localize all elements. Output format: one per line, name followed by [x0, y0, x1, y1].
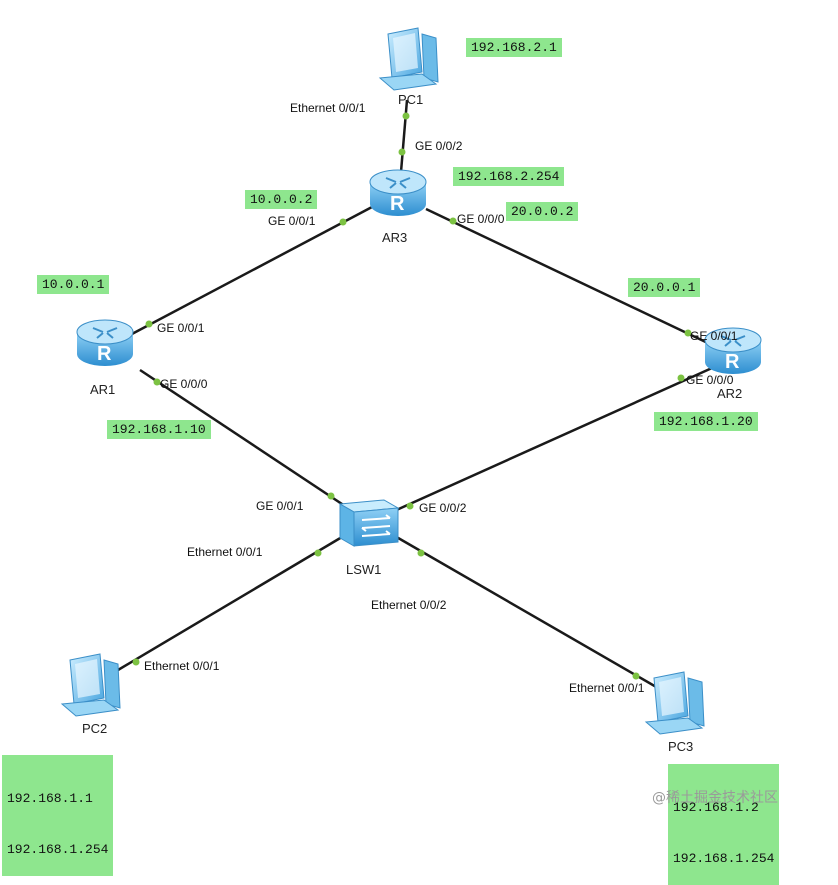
network-topology: PC1 R AR3 R AR1 R AR2 — [60, 27, 762, 754]
ip-tag-pc3: 192.168.1.2 192.168.1.254 — [668, 764, 780, 885]
port-dot — [677, 374, 685, 382]
ip-tag-ar3-to-ar2: 20.0.0.2 — [506, 202, 579, 221]
ip-tag-ar3-to-ar1: 10.0.0.2 — [245, 190, 318, 209]
ar1-label: AR1 — [90, 382, 115, 397]
port-label-pc2-eth: Ethernet 0/0/1 — [144, 659, 220, 673]
ip-tag-pc2: 192.168.1.1 192.168.1.254 — [2, 755, 114, 876]
pc2-ip: 192.168.1.1 — [7, 791, 93, 806]
link-ar2-lsw1[interactable] — [391, 366, 713, 514]
ip-tag-ar3-lan: 192.168.2.254 — [453, 167, 565, 186]
port-dot — [314, 549, 322, 557]
port-label-lsw1-ge002: GE 0/0/2 — [419, 501, 467, 515]
router-icon: R — [76, 319, 134, 366]
port-dot — [153, 378, 161, 386]
watermark: @稀土掘金技术社区 — [652, 790, 778, 806]
switch-icon — [338, 499, 400, 547]
svg-text:R: R — [97, 343, 112, 365]
link-lsw1-pc2[interactable] — [117, 535, 343, 672]
port-label-ar3-ge000: GE 0/0/0 — [457, 212, 505, 226]
router-icon: R — [704, 327, 762, 374]
link-pc1-ar3[interactable] — [399, 99, 409, 173]
lsw1-label: LSW1 — [346, 562, 381, 577]
port-dot — [632, 672, 640, 680]
link-lsw1-pc3[interactable] — [392, 533, 659, 690]
svg-text:R: R — [390, 193, 405, 215]
ar1-device[interactable]: R AR1 — [76, 319, 134, 397]
pc1-device[interactable]: PC1 — [378, 27, 439, 107]
pc-icon — [644, 671, 705, 735]
pc3-device[interactable]: PC3 — [644, 671, 705, 754]
port-dot — [327, 492, 335, 500]
link-ar3-ar1[interactable] — [129, 205, 373, 337]
link-ar1-lsw1[interactable] — [139, 368, 349, 510]
port-label-lsw1-eth002: Ethernet 0/0/2 — [371, 598, 447, 612]
port-label-ar3-ge002: GE 0/0/2 — [415, 139, 463, 153]
link-ar3-ar2[interactable] — [425, 207, 713, 347]
ip-tag-pc1: 192.168.2.1 — [466, 38, 562, 57]
port-dot — [402, 112, 410, 120]
ip-tag-ar2-to-ar3: 20.0.0.1 — [628, 278, 701, 297]
ar2-device[interactable]: R AR2 — [704, 327, 762, 401]
ip-tag-ar2-lan: 192.168.1.20 — [654, 412, 758, 431]
pc1-label: PC1 — [398, 92, 423, 107]
port-dots — [132, 112, 692, 680]
ar3-label: AR3 — [382, 230, 407, 245]
links — [117, 99, 713, 690]
pc2-gateway: 192.168.1.254 — [7, 842, 109, 857]
ip-tag-ar1-to-ar3: 10.0.0.1 — [37, 275, 110, 294]
pc3-ip: 192.168.1.2 — [673, 800, 759, 815]
pc2-label: PC2 — [82, 721, 107, 736]
pc2-device[interactable]: PC2 — [60, 653, 121, 736]
ar2-label: AR2 — [717, 386, 742, 401]
ip-tag-ar1-lan: 192.168.1.10 — [107, 420, 211, 439]
port-dot — [449, 217, 457, 225]
port-dot — [417, 549, 425, 557]
port-dot — [398, 148, 406, 156]
router-icon: R — [369, 169, 427, 216]
port-dot — [132, 658, 140, 666]
port-dot — [684, 329, 692, 337]
lsw1-device[interactable]: LSW1 — [338, 499, 400, 577]
port-label-lsw1-eth001: Ethernet 0/0/1 — [187, 545, 263, 559]
port-label-lsw1-ge001: GE 0/0/1 — [256, 499, 304, 513]
pc3-label: PC3 — [668, 739, 693, 754]
port-label-ar1-ge000: GE 0/0/0 — [160, 377, 208, 391]
port-dot — [145, 320, 153, 328]
port-label-ar1-ge001: GE 0/0/1 — [157, 321, 205, 335]
port-dot — [406, 502, 414, 510]
port-dot — [339, 218, 347, 226]
port-label-ar3-ge001: GE 0/0/1 — [268, 214, 316, 228]
port-label-ar2-ge001: GE 0/0/1 — [690, 329, 738, 343]
pc-icon — [378, 27, 439, 91]
pc3-gateway: 192.168.1.254 — [673, 851, 775, 866]
ar3-device[interactable]: R AR3 — [369, 169, 427, 245]
svg-text:R: R — [725, 351, 740, 373]
port-label-pc3-eth: Ethernet 0/0/1 — [569, 681, 645, 695]
port-label-pc1-eth: Ethernet 0/0/1 — [290, 101, 366, 115]
pc-icon — [60, 653, 121, 717]
port-label-ar2-ge000: GE 0/0/0 — [686, 373, 734, 387]
port-labels: Ethernet 0/0/1 GE 0/0/2 GE 0/0/1 GE 0/0/… — [144, 101, 738, 695]
